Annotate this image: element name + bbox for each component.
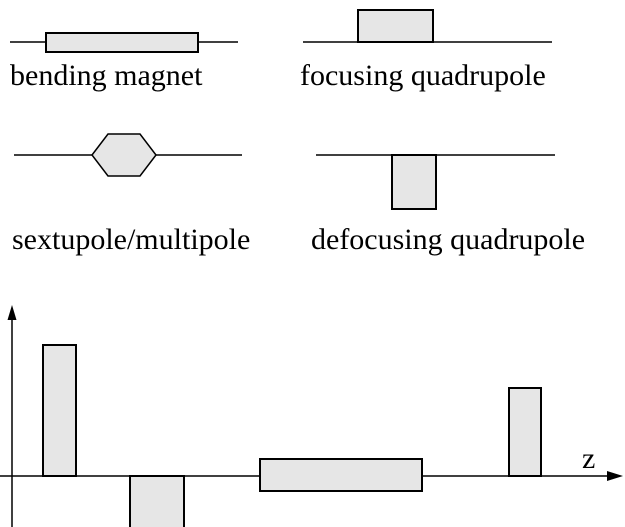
legend-label-focusing-quadrupole: focusing quadrupole [300, 59, 546, 92]
legend-label-bending-magnet: bending magnet [10, 59, 203, 92]
defocusing-quadrupole-1 [129, 475, 185, 527]
legend-defocusing-quadrupole-symbol [316, 154, 555, 210]
legend-label-sextupole: sextupole/multipole [12, 223, 251, 256]
z-axis-label: z [582, 442, 596, 475]
focusing-quadrupole-1 [42, 344, 77, 477]
focusing-quadrupole-2 [508, 387, 542, 477]
legend-focusing-quadrupole-symbol [303, 9, 552, 43]
z-axis-arrowhead [607, 471, 623, 481]
y-axis-arrowhead [7, 305, 17, 320]
bending-magnet-1 [259, 458, 423, 492]
lattice-plot [0, 305, 623, 527]
legend-label-defocusing-quadrupole: defocusing quadrupole [311, 223, 586, 256]
legend-bending-magnet-symbol [10, 32, 238, 53]
legend-sextupole-symbol [14, 133, 242, 177]
